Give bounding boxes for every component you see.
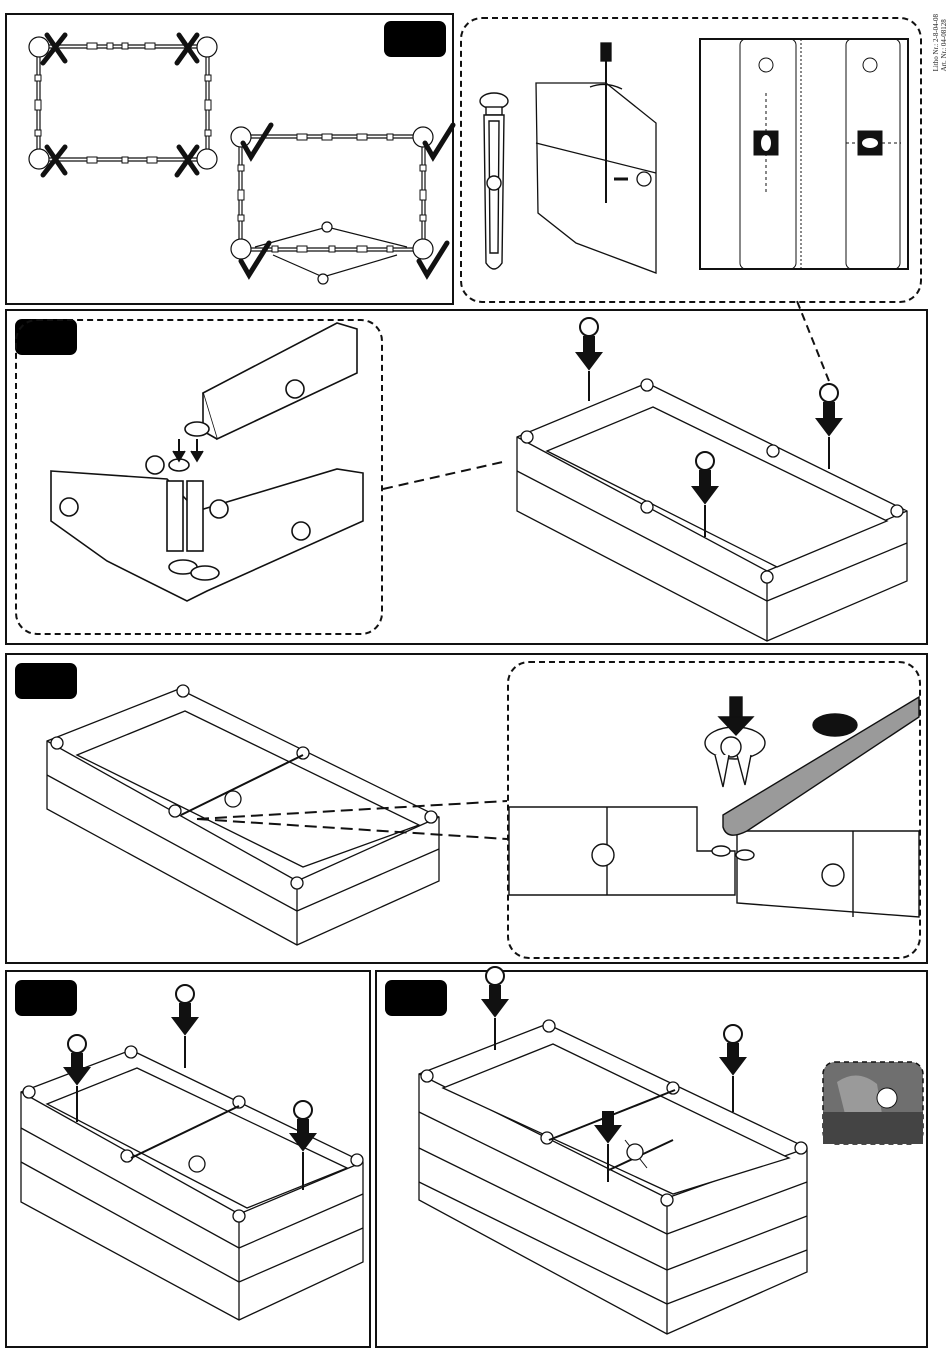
step-1-panel	[5, 13, 454, 305]
connector-pin	[480, 93, 508, 269]
pin-slot-vertical-icon	[761, 135, 771, 151]
wrong-mark-icon	[43, 35, 197, 175]
wall-section	[536, 43, 656, 273]
pin-insertion-diagram	[456, 13, 928, 305]
connector-detail-panel	[456, 13, 928, 305]
step-5-diagram	[377, 972, 930, 1350]
corner-assembly-diagram	[7, 311, 930, 647]
raised-bed-box	[517, 379, 907, 641]
litho-note: Litho Nr.: 2-8-04-08 Art. Nr.: 04-08128	[932, 14, 948, 71]
right-layout	[231, 127, 433, 284]
article-number: Art. Nr.: 04-08128	[940, 14, 948, 71]
layout-diagram	[7, 15, 456, 307]
divider-closeup	[509, 697, 919, 917]
wrong-layout	[29, 37, 217, 169]
pin-slot-horizontal-icon	[862, 138, 878, 148]
step-4-panel	[5, 970, 371, 1348]
step-3-panel	[5, 653, 928, 964]
step-4-diagram	[7, 972, 373, 1350]
litho-number: Litho Nr.: 2-8-04-08	[932, 14, 940, 71]
step-5-panel	[375, 970, 928, 1348]
step-2-panel	[5, 309, 928, 645]
divider-assembly-diagram	[7, 655, 930, 966]
